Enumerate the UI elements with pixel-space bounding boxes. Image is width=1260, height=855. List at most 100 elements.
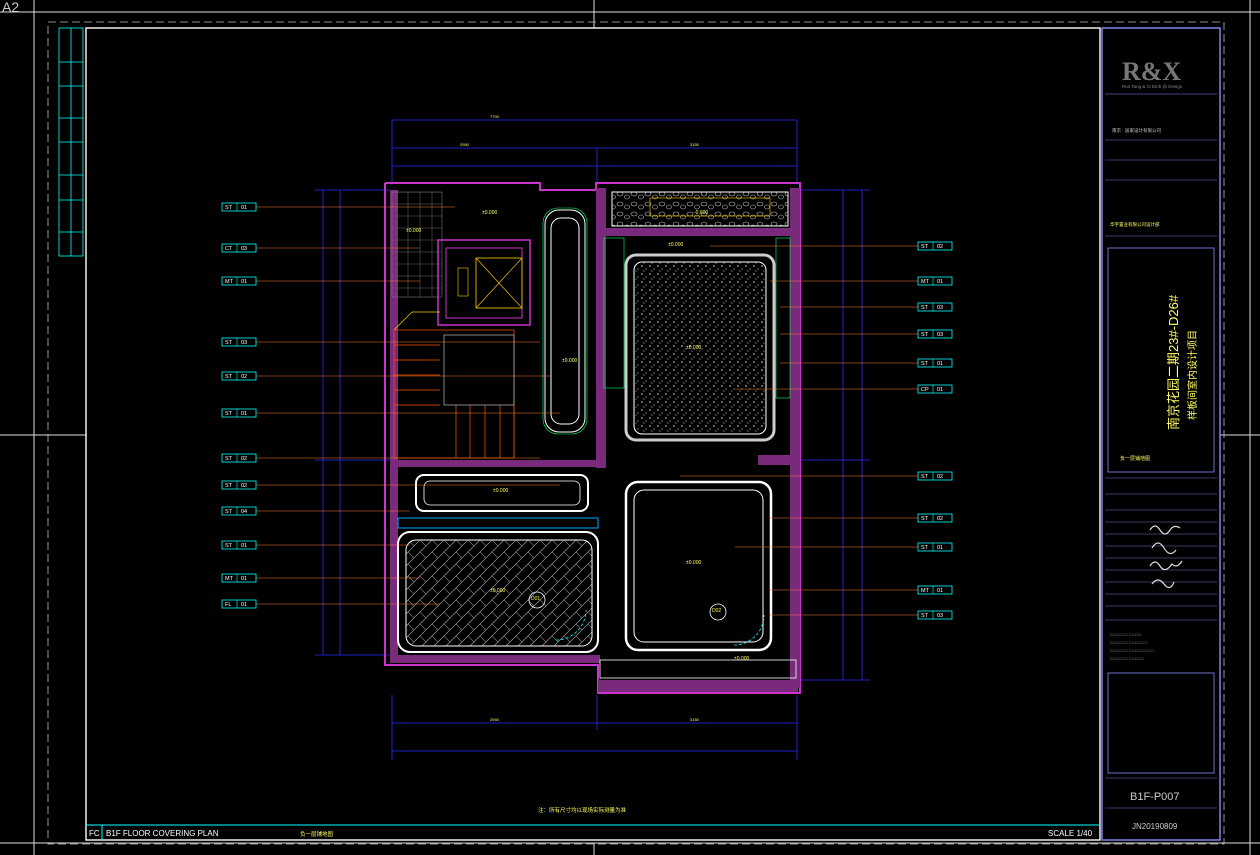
material-tag: ST 01 [780, 358, 953, 368]
tag-code: ST [225, 374, 233, 380]
room-2-floor [599, 480, 797, 679]
tile-area [391, 191, 443, 298]
floor-plan: 7700 2950 3150 2940 3150 [315, 114, 870, 814]
material-tag: MT 01 [221, 276, 420, 286]
door-tag-d01: D01 [531, 596, 540, 602]
tag-number: 01 [241, 543, 247, 549]
plan-title-en: B1F FLOOR COVERING PLAN [106, 829, 219, 838]
tag-code: ST [921, 361, 929, 367]
company-logo: R&X [1122, 57, 1181, 86]
svg-text:□ □ □ □ □ □ □ □ □ □ □ □: □ □ □ □ □ □ □ □ □ □ □ □ [1110, 641, 1148, 645]
tag-number: 01 [937, 387, 943, 393]
lift-shaft [437, 239, 531, 326]
tag-number: 01 [241, 205, 247, 211]
tag-number: 02 [241, 374, 247, 380]
dimension-ticks: 7700 2950 3150 2940 3150 [460, 114, 700, 722]
company-line: 华宇置业有限公司设计部 [1110, 221, 1160, 228]
material-tag: CT 03 [221, 243, 420, 253]
tag-code: MT [225, 279, 234, 285]
tag-number: 03 [937, 305, 943, 311]
material-tag: MT 01 [770, 276, 953, 286]
tag-number: 02 [937, 516, 943, 522]
tag-code: ST [225, 205, 233, 211]
material-tag: ST 02 [770, 513, 953, 523]
tag-code: MT [225, 576, 234, 582]
tag-code: ST [225, 411, 233, 417]
material-tag: ST 01 [221, 408, 560, 418]
tag-number: 04 [241, 509, 247, 515]
tag-number: 01 [937, 545, 943, 551]
door-swings [555, 609, 765, 646]
signature-marks [1149, 525, 1183, 589]
material-tag: ST 03 [770, 610, 953, 620]
staircase [393, 311, 515, 459]
elev-bath: ±0.000 [493, 488, 508, 494]
sheet-number: B1F-P007 [1130, 791, 1180, 803]
tag-number: 02 [937, 244, 943, 250]
elev-bottom-right: ±0.000 [734, 656, 749, 662]
tag-code: CT [225, 246, 233, 252]
tag-code: ST [225, 543, 233, 549]
tag-number: 01 [937, 279, 943, 285]
material-tag: ST 01 [735, 542, 953, 552]
tag-code: CP [921, 387, 929, 393]
svg-text:7700: 7700 [490, 114, 500, 119]
tag-number: 02 [241, 456, 247, 462]
tag-code: MT [921, 279, 930, 285]
door-tag-d02: D02 [712, 608, 721, 614]
svg-text:3150: 3150 [690, 717, 700, 722]
elev-top-left: ±0.000 [482, 210, 497, 216]
svg-text:2940: 2940 [490, 717, 500, 722]
sheet-code: FC [89, 829, 100, 838]
tag-number: 02 [937, 474, 943, 480]
elev-room1-center: ±0.000 [686, 345, 701, 351]
material-tag: ST 01 [221, 540, 410, 550]
tag-number: 01 [937, 588, 943, 594]
material-tag: ST 02 [710, 241, 953, 251]
svg-text:□ □ □ □ □ □ □ □ □ □ □ □ □ □: □ □ □ □ □ □ □ □ □ □ □ □ □ □ [1110, 649, 1154, 653]
bottom-title-bar: FC B1F FLOOR COVERING PLAN 负一层铺地图 SCALE … [89, 829, 1093, 838]
tag-number: 03 [937, 613, 943, 619]
svg-text:3150: 3150 [690, 142, 700, 147]
bath-strip [415, 474, 589, 512]
svg-text:2950: 2950 [460, 142, 470, 147]
tag-code: MT [921, 588, 930, 594]
tag-number: 01 [241, 602, 247, 608]
tag-number: 03 [937, 332, 943, 338]
tag-code: ST [921, 516, 929, 522]
plan-note: 注：所有尺寸均以现场实际测量为准 [538, 806, 627, 814]
revision-column [58, 27, 84, 257]
svg-text:□ □ □ □ □ □ □ □ □ □ □: □ □ □ □ □ □ □ □ □ □ □ [1110, 657, 1145, 661]
tag-number: 03 [241, 246, 247, 252]
tag-number: 01 [241, 411, 247, 417]
dimension-lines [315, 119, 870, 760]
material-tag: ST 02 [221, 371, 550, 381]
walls [384, 182, 801, 694]
material-tag: ST 01 [221, 202, 455, 212]
elev-right-room1: ±0.000 [668, 242, 683, 248]
tag-code: ST [225, 483, 233, 489]
tag-code: ST [921, 244, 929, 250]
tag-code: ST [921, 545, 929, 551]
elev-living-left: ±0.000 [490, 588, 505, 594]
tag-number: 01 [937, 361, 943, 367]
living-left-floor [397, 517, 599, 653]
tag-number: 01 [241, 279, 247, 285]
project-name-1: 南京花园二期23#-D26# [1166, 294, 1181, 430]
tag-code: ST [921, 613, 929, 619]
room-1-floor [603, 237, 791, 442]
elev-lift: ±0.000 [406, 228, 421, 234]
tag-code: ST [921, 305, 929, 311]
material-tag: ST 03 [780, 302, 953, 312]
pebble-strip [611, 191, 789, 227]
title-block: R&X Run Tang & Xi Dinh @ Design 南京 · 居家设… [1105, 57, 1217, 831]
